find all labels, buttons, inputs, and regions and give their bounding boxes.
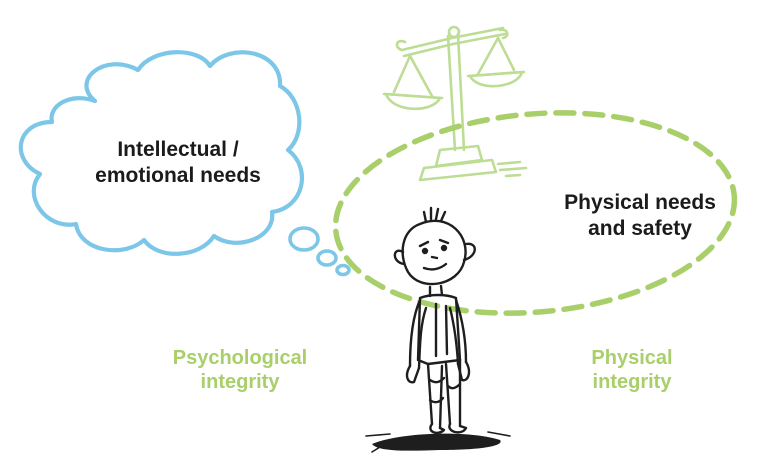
intellectual-emotional-needs-label: Intellectual / emotional needs (95, 138, 261, 187)
child-figure-icon (393, 206, 476, 435)
ground-sketch-lines (365, 431, 511, 453)
psychological-integrity-label: Psychological integrity (172, 347, 308, 394)
physical-integrity-label: Physical integrity (591, 347, 673, 394)
physical-needs-dashed-oval (332, 110, 738, 316)
thought-cloud-icon (18, 50, 304, 256)
justice-scale-icon (382, 25, 528, 182)
ground-shadow (372, 433, 501, 451)
physical-needs-safety-label: Physical needs and safety (564, 191, 716, 240)
thought-bubbles (288, 226, 351, 277)
